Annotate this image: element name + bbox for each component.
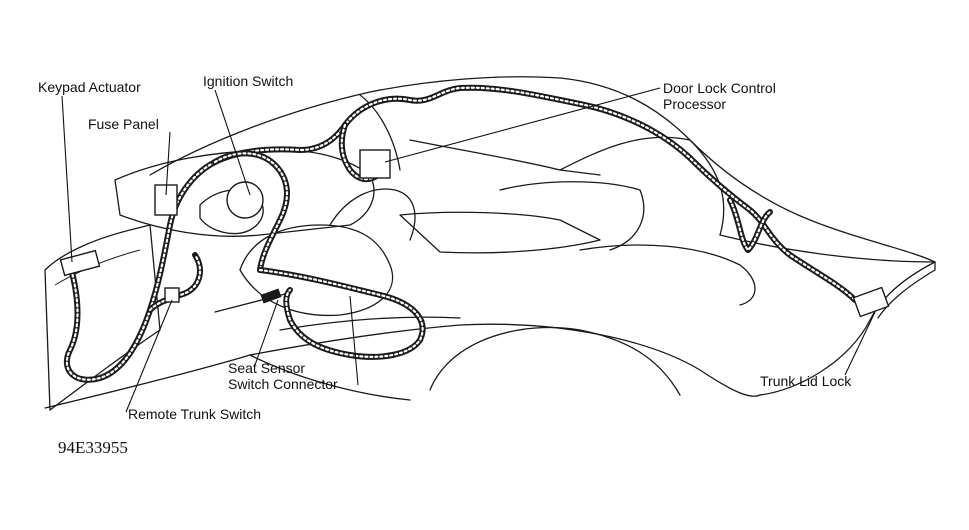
keypad-actuator-component bbox=[59, 249, 101, 277]
leader-remote-trunk-switch bbox=[125, 299, 173, 413]
center-console bbox=[399, 211, 601, 254]
trunk-lid-lock-component bbox=[852, 286, 890, 318]
rear-quarter bbox=[877, 261, 936, 319]
label-switch-connector: Switch Connector bbox=[228, 376, 338, 392]
leader-seat-sensor-b bbox=[349, 295, 359, 386]
label-processor: Processor bbox=[663, 96, 727, 112]
label-seat-sensor: Seat Sensor bbox=[228, 360, 306, 376]
label-keypad-actuator: Keypad Actuator bbox=[38, 79, 141, 95]
leader-door-lock-processor bbox=[384, 87, 661, 163]
fuse-panel-component bbox=[154, 184, 178, 216]
door-panel bbox=[44, 224, 161, 411]
trunk-deck bbox=[719, 234, 936, 396]
floor-line bbox=[249, 354, 411, 401]
leader-fuse-panel bbox=[165, 131, 171, 196]
door-top-line bbox=[409, 139, 601, 176]
front-seat bbox=[239, 224, 394, 317]
roof-outline bbox=[149, 76, 936, 263]
remote-trunk-switch-component bbox=[164, 287, 180, 303]
label-remote-trunk-switch: Remote Trunk Switch bbox=[128, 406, 262, 422]
figure-id: 94E33955 bbox=[58, 438, 128, 457]
seat-back bbox=[329, 188, 416, 241]
leader-trunk-lid-lock bbox=[844, 311, 876, 376]
label-trunk-lid-lock: Trunk Lid Lock bbox=[760, 373, 852, 389]
leader-keypad-actuator bbox=[61, 95, 73, 263]
label-ignition-switch: Ignition Switch bbox=[203, 73, 294, 89]
wiring-harness bbox=[63, 84, 858, 383]
steering-column bbox=[199, 189, 264, 235]
rear-seat bbox=[499, 181, 645, 251]
steering-hub bbox=[226, 181, 264, 219]
windshield-frame bbox=[359, 94, 401, 171]
seat-track bbox=[214, 293, 286, 313]
floor-pan bbox=[279, 316, 461, 331]
rear-wheel-well bbox=[429, 326, 681, 396]
leader-ignition-switch bbox=[214, 89, 251, 196]
body-sill bbox=[44, 323, 761, 409]
rear-window bbox=[559, 136, 725, 236]
door-lock-processor-component bbox=[359, 149, 391, 179]
leader-seat-sensor-a bbox=[254, 299, 279, 366]
rear-shelf bbox=[579, 244, 756, 306]
label-fuse-panel: Fuse Panel bbox=[88, 116, 159, 132]
label-door-lock-control: Door Lock Control bbox=[663, 80, 776, 96]
